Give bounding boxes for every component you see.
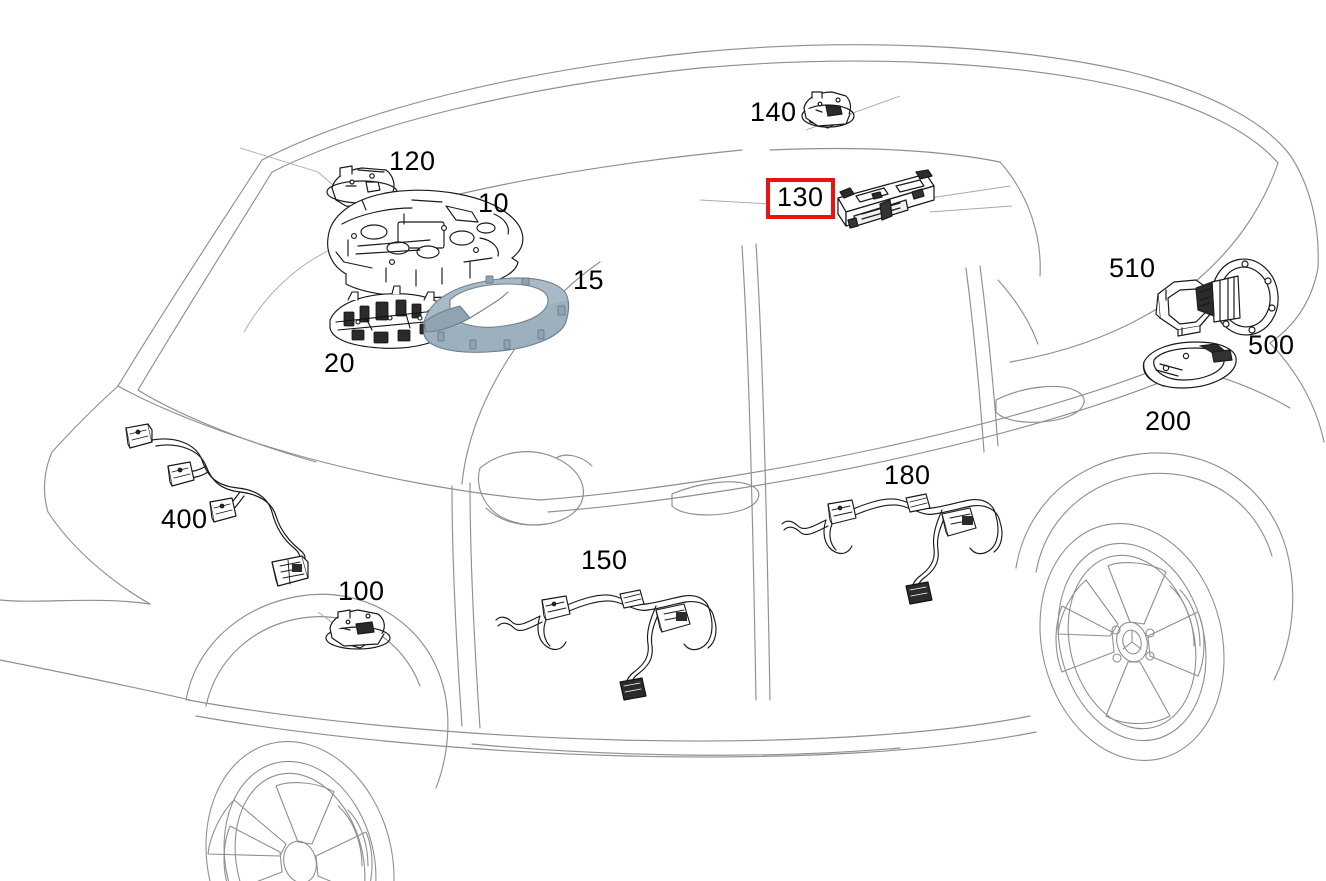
part-10-overhead-control-panel-carrier bbox=[327, 189, 524, 299]
part-510-retaining-ring bbox=[1155, 279, 1213, 337]
part-150-front-door-wiring-harness bbox=[495, 589, 717, 701]
callout-label-150[interactable]: 150 bbox=[581, 545, 628, 575]
part-140-roof-antenna-module bbox=[801, 91, 855, 129]
part-500-fuel-filler-actuator bbox=[1195, 258, 1279, 336]
callout-label-400[interactable]: 400 bbox=[161, 504, 208, 534]
part-180-rear-door-wiring-harness bbox=[781, 493, 1003, 605]
part-20-overhead-control-panel-electronics bbox=[329, 285, 450, 349]
rear-wheel bbox=[1039, 522, 1225, 762]
callout-label-100[interactable]: 100 bbox=[338, 576, 385, 606]
callout-label-510[interactable]: 510 bbox=[1109, 253, 1156, 283]
part-15-overhead-console-trim-bezel bbox=[423, 275, 570, 353]
callout-label-120[interactable]: 120 bbox=[389, 146, 436, 176]
callout-label-200[interactable]: 200 bbox=[1145, 406, 1192, 436]
callout-label-180[interactable]: 180 bbox=[884, 460, 931, 490]
part-400-roof-wiring-harness bbox=[125, 423, 309, 587]
front-wheel bbox=[205, 740, 395, 881]
callout-label-130-highlighted[interactable]: 130 bbox=[766, 178, 835, 219]
part-130-roof-control-unit bbox=[837, 169, 935, 229]
callout-label-140[interactable]: 140 bbox=[750, 97, 797, 127]
callout-label-20[interactable]: 20 bbox=[324, 348, 356, 378]
callout-label-15[interactable]: 15 bbox=[573, 265, 605, 295]
callout-label-10[interactable]: 10 bbox=[478, 188, 510, 218]
part-200-door-handle-sensor-cover bbox=[1142, 341, 1237, 389]
part-100-front-roof-module bbox=[325, 609, 391, 650]
callout-label-500[interactable]: 500 bbox=[1248, 330, 1295, 360]
